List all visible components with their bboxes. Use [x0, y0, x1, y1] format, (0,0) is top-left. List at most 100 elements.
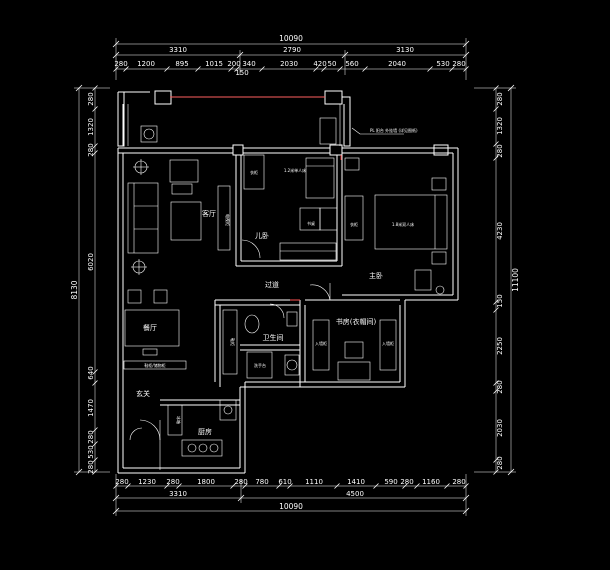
bottom-detail-dim: 1410	[347, 478, 365, 486]
right-detail-dim: 280	[496, 144, 504, 157]
top-detail-dim: 420	[313, 60, 326, 68]
desk-chair-icon	[299, 207, 321, 231]
cabinet-note-label: 鞋柜/储物柜	[144, 362, 165, 368]
dimension-tick	[321, 66, 327, 72]
bottom-detail-dim: 1230	[138, 478, 156, 486]
top-detail-dim: 560	[345, 60, 358, 68]
bottom-detail-dim: 280	[166, 478, 179, 486]
dining-table-icon	[124, 309, 180, 347]
walls	[117, 90, 459, 474]
room-label-bath: 卫生间	[263, 333, 284, 342]
chair-icon	[142, 348, 158, 356]
right-detail-dim: 280	[496, 456, 504, 469]
bottom-detail-dim: 590	[384, 478, 397, 486]
top-dimensions: 10090 3310 2790 3130 280 1200 895 1015 2…	[112, 34, 470, 80]
dimension-tick	[242, 483, 248, 489]
top-detail-dim: 340	[242, 60, 255, 68]
door-swing	[129, 427, 143, 441]
dimension-tick	[287, 483, 293, 489]
master-wardrobe-icon	[344, 195, 364, 241]
desk-label: 书桌	[307, 220, 315, 226]
left-detail-dim: 280	[87, 143, 95, 156]
child-wardrobe-icon	[243, 154, 265, 190]
right-dimensions: 11100 280 1320 280 4230 150 2250 280 203…	[474, 84, 520, 476]
nightstand-icon	[431, 251, 447, 265]
tv-cabinet-icon	[217, 185, 231, 251]
left-detail-dim: 640	[87, 366, 95, 379]
door-swing	[269, 303, 285, 319]
right-detail-dim: 280	[496, 92, 504, 105]
dimension-tick	[334, 483, 340, 489]
left-detail-dim: 280	[87, 92, 95, 105]
shoe-cabinet-label: 鞋柜	[230, 338, 236, 346]
dimension-tick	[362, 66, 368, 72]
washer-icon	[140, 125, 158, 143]
lamp-icon	[435, 285, 445, 295]
left-detail-dim: 530	[87, 445, 95, 458]
door-swing	[139, 419, 161, 441]
dimension-tick	[228, 66, 234, 72]
stove-icon	[181, 439, 223, 457]
dimension-tick	[414, 483, 420, 489]
left-detail-dim: 280	[87, 460, 95, 473]
left-total-dim: 8130	[70, 280, 79, 299]
balcony-cabinet-icon	[319, 117, 337, 145]
balcony-note-label: PL 阳台 外挂墙 (详见图纸)	[370, 127, 418, 133]
nightstand-icon	[344, 157, 360, 171]
right-detail-dim: 1320	[496, 117, 504, 135]
chair-icon	[344, 341, 364, 359]
right-total-dim: 11100	[511, 268, 520, 292]
balcony-note: PL 阳台 外挂墙 (详见图纸)	[351, 127, 418, 135]
dimension-tick	[449, 66, 455, 72]
study-desk-icon	[337, 361, 371, 381]
room-label-entry: 玄关	[136, 389, 150, 398]
tv-cabinet-label: 电视柜	[225, 214, 231, 226]
sink-icon	[219, 399, 237, 421]
bottom-detail-dim: 280	[115, 478, 128, 486]
room-label-living: 客厅	[202, 209, 216, 218]
dimension-tick	[92, 143, 98, 149]
dimension-tick	[92, 427, 98, 433]
dimension-tick	[402, 483, 408, 489]
dimension-tick	[276, 483, 282, 489]
dimension-tick	[444, 483, 450, 489]
top-detail-dim: 1015	[205, 60, 223, 68]
chair-icon	[153, 289, 168, 304]
dimension-tick	[195, 66, 201, 72]
bottom-mid-dim: 4500	[346, 490, 364, 498]
sink-label: 洗手台	[254, 362, 266, 368]
top-sub-dim: 150	[235, 69, 248, 77]
dimension-tick	[493, 106, 499, 112]
dimension-tick	[92, 469, 98, 475]
dimension-tick	[164, 483, 170, 489]
shoe-cabinet-icon	[123, 360, 187, 370]
top-detail-dim: 50	[328, 60, 337, 68]
dimension-tick	[493, 85, 499, 91]
fridge-icon	[167, 404, 183, 436]
top-detail-dim: 280	[114, 60, 127, 68]
nightstand-icon	[431, 177, 447, 191]
dimension-tick	[123, 66, 129, 72]
bottom-mid-dim: 3310	[169, 490, 187, 498]
left-detail-dim: 280	[87, 430, 95, 443]
child-bed-icon	[305, 157, 335, 199]
room-label-corridor: 过道	[265, 280, 279, 289]
wardrobe-icon	[312, 319, 330, 371]
right-detail-dim: 4230	[496, 222, 504, 240]
left-dimensions: 8130 280 1320 280 6020 640 1470 280 530 …	[70, 84, 110, 476]
toilet-icon	[244, 314, 260, 334]
dimension-tick	[427, 66, 433, 72]
top-mid-dim: 3310	[169, 46, 187, 54]
child-bed-label: 1.2米单人床	[284, 167, 306, 173]
cabinet-icon	[286, 311, 298, 327]
storage-cabinet-icon	[279, 242, 337, 261]
dimension-tick	[337, 66, 343, 72]
dimension-tick	[259, 66, 265, 72]
dimension-tick	[113, 483, 119, 489]
top-detail-dim: 200	[227, 60, 240, 68]
room-label-dining: 餐厅	[143, 323, 157, 332]
top-detail-dim: 895	[175, 60, 188, 68]
top-mid-dim: 3130	[396, 46, 414, 54]
